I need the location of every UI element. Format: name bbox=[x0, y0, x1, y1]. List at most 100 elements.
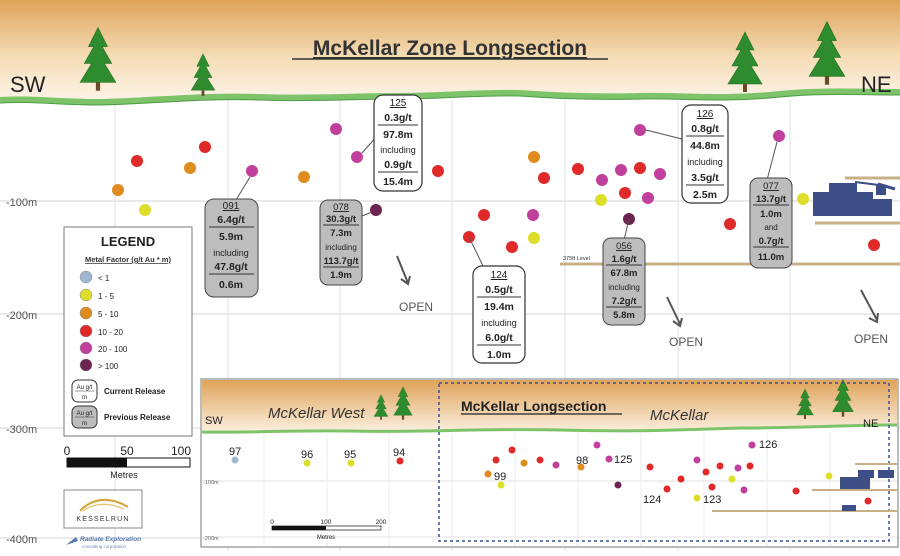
credit-logo: Radiate Exploration consulting corporati… bbox=[66, 536, 141, 549]
intercept-dot bbox=[347, 459, 355, 467]
svg-text:1.0m: 1.0m bbox=[487, 349, 511, 361]
inset-hole-label: 123 bbox=[703, 494, 721, 506]
intercept-dot bbox=[654, 168, 666, 180]
intercept-dot bbox=[605, 455, 613, 463]
legend: LEGEND Metal Factor (g/t Au * m) < 1 1 -… bbox=[63, 226, 193, 437]
inset-title: McKellar Longsection bbox=[461, 398, 606, 414]
open-label: OPEN bbox=[399, 300, 433, 314]
intercept-dot bbox=[330, 123, 342, 135]
svg-text:including: including bbox=[380, 145, 416, 155]
svg-text:200: 200 bbox=[376, 519, 387, 526]
intercept-dot bbox=[520, 459, 528, 467]
callout-056: 056 1.6g/t 67.8m including 7.2g/t 5.8m bbox=[602, 237, 646, 326]
intercept-dot bbox=[746, 462, 754, 470]
intercept-dot bbox=[199, 141, 211, 153]
inset-focus-box bbox=[438, 382, 890, 542]
legend-item-label: 5 - 10 bbox=[98, 310, 119, 319]
inset-hole-label: 124 bbox=[643, 494, 661, 506]
intercept-dot bbox=[708, 483, 716, 491]
hole-id: 077 bbox=[763, 181, 779, 192]
intercept-dot bbox=[497, 481, 505, 489]
svg-text:0.3g/t: 0.3g/t bbox=[384, 112, 412, 124]
inset-hole-label: 98 bbox=[576, 455, 588, 467]
inset-east-label: McKellar bbox=[650, 407, 709, 424]
intercept-dot bbox=[506, 241, 518, 253]
legend-item-label: > 100 bbox=[98, 362, 119, 371]
radiate-logo-icon bbox=[66, 537, 78, 545]
intercept-dot bbox=[184, 162, 196, 174]
svg-text:2.5m: 2.5m bbox=[693, 189, 717, 201]
inset-map: SW NE McKellar West McKellar McKellar Lo… bbox=[200, 378, 899, 548]
intercept-dot bbox=[552, 461, 560, 469]
depth-label: -100m bbox=[6, 197, 37, 209]
sky bbox=[0, 0, 900, 102]
legend-item-label: 1 - 5 bbox=[98, 292, 115, 301]
intercept-dot bbox=[792, 487, 800, 495]
svg-text:Metres: Metres bbox=[317, 535, 335, 541]
svg-text:including: including bbox=[213, 248, 249, 258]
hole-id: 078 bbox=[333, 202, 349, 213]
intercept-dot bbox=[536, 456, 544, 464]
inset-hole-label: 125 bbox=[614, 454, 632, 466]
intercept-dot bbox=[478, 209, 490, 221]
svg-text:0.6m: 0.6m bbox=[219, 279, 243, 291]
legend-item-label: 10 - 20 bbox=[98, 328, 123, 337]
logo-name: KESSELRUN bbox=[76, 516, 129, 523]
svg-text:15.4m: 15.4m bbox=[383, 176, 413, 188]
ground-surface bbox=[0, 88, 900, 106]
svg-text:3.5g/t: 3.5g/t bbox=[691, 172, 719, 184]
svg-text:11.0m: 11.0m bbox=[758, 252, 784, 263]
intercept-dot bbox=[642, 192, 654, 204]
intercept-dot bbox=[139, 204, 151, 216]
depth-label: -400m bbox=[6, 534, 37, 546]
intercept-dot bbox=[646, 463, 654, 471]
intercept-dot bbox=[663, 485, 671, 493]
inset-hole-label: 126 bbox=[759, 439, 777, 451]
svg-text:0: 0 bbox=[64, 444, 71, 458]
intercept-dot bbox=[619, 187, 631, 199]
current-release-label: Current Release bbox=[104, 387, 166, 396]
hole-id: 091 bbox=[223, 201, 240, 212]
intercept-dot bbox=[773, 130, 785, 142]
intercept-dot bbox=[724, 218, 736, 230]
company-logo: KESSELRUN bbox=[63, 489, 143, 529]
hole-id: 125 bbox=[390, 98, 407, 109]
intercept-dot bbox=[825, 472, 833, 480]
intercept-dot bbox=[614, 481, 622, 489]
legend-subtitle: Metal Factor (g/t Au * m) bbox=[85, 255, 171, 264]
intercept-dot bbox=[231, 456, 239, 464]
intercept-dot bbox=[864, 497, 872, 505]
svg-text:67.8m: 67.8m bbox=[611, 268, 638, 279]
intercept-dot bbox=[693, 456, 701, 464]
inset-hole-label: 96 bbox=[301, 449, 313, 461]
intercept-dot bbox=[131, 155, 143, 167]
svg-text:97.8m: 97.8m bbox=[383, 129, 413, 141]
inset-hole-label: 94 bbox=[393, 447, 405, 459]
scale-unit: Metres bbox=[110, 470, 138, 480]
callout-078: 078 30.3g/t 7.3m including 113.7g/t 1.9m bbox=[319, 199, 363, 286]
svg-text:including: including bbox=[687, 157, 723, 167]
intercept-dot bbox=[298, 171, 310, 183]
depth-label: -200m bbox=[6, 310, 37, 322]
callout-124: 124 0.5g/t 19.4m including 6.0g/t 1.0m bbox=[472, 265, 526, 364]
inset-west-label: McKellar West bbox=[268, 405, 365, 422]
intercept-dot bbox=[702, 468, 710, 476]
svg-text:0.9g/t: 0.9g/t bbox=[384, 159, 412, 171]
intercept-dot bbox=[595, 194, 607, 206]
intercept-dot bbox=[728, 475, 736, 483]
inset-direction-ne: NE bbox=[863, 418, 878, 430]
callout-077: 077 13.7g/t 1.0m and 0.7g/t 11.0m bbox=[749, 177, 793, 269]
inset-hole-label: 99 bbox=[494, 471, 506, 483]
callout-125: 125 0.3g/t 97.8m including 0.9g/t 15.4m bbox=[373, 94, 423, 192]
intercept-dot bbox=[677, 475, 685, 483]
legend-item-label: < 1 bbox=[98, 274, 110, 283]
hole-id: 126 bbox=[697, 109, 714, 120]
intercept-dot bbox=[492, 456, 500, 464]
legend-swatch bbox=[79, 306, 93, 320]
intercept-dot bbox=[634, 124, 646, 136]
intercept-dot bbox=[246, 165, 258, 177]
inset-intercepts bbox=[231, 441, 872, 505]
intercept-dot bbox=[596, 174, 608, 186]
